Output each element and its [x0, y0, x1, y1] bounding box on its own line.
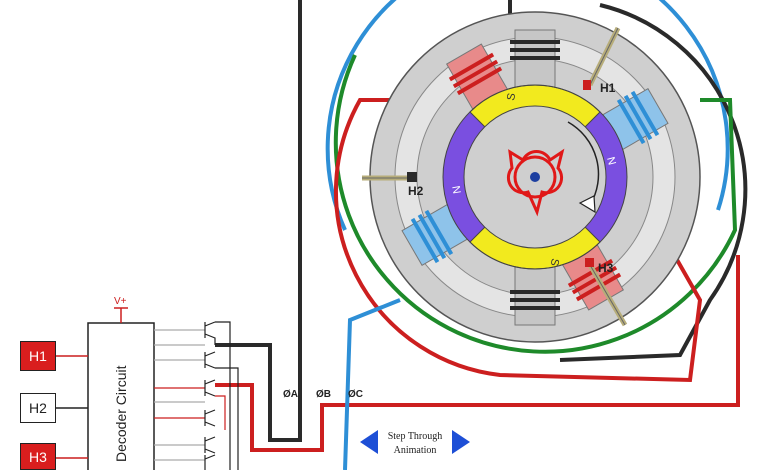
hall-label-h2: H2: [408, 184, 424, 198]
rotation-arrowhead-icon: [578, 195, 596, 214]
supply-label: V+: [114, 296, 127, 307]
decoder-title: Decoder Circuit: [113, 365, 129, 462]
sensor-box-h1: H1: [20, 341, 56, 371]
pole-label-left: N: [451, 185, 464, 195]
phase-label-b: ØB: [316, 389, 331, 400]
pole-label-bottom: S: [548, 257, 561, 266]
hall-label-h3: H3: [598, 261, 614, 275]
hall-sensor-h3: [585, 258, 628, 327]
hall-sensor-h1: [583, 26, 621, 90]
gate-lines: [154, 329, 205, 461]
pole-label-top: S: [505, 92, 518, 101]
phase-label-a: ØA: [283, 389, 298, 400]
hall-sensor-h2: [362, 172, 417, 182]
shaft: [506, 148, 565, 217]
phase-label-c: ØC: [348, 389, 363, 400]
step-back-arrow-icon[interactable]: [360, 430, 378, 454]
coil-phase-a-top: [510, 40, 560, 60]
pole-label-right: N: [604, 156, 618, 167]
shaft-center-icon: [530, 172, 540, 182]
nav-label-line1: Step Through: [388, 431, 443, 442]
switch-array: [204, 321, 239, 470]
step-forward-arrow-icon[interactable]: [452, 430, 470, 454]
hall-label-h1: H1: [600, 81, 616, 95]
phase-b-lead: [215, 255, 740, 452]
sensor-box-h2: H2: [20, 393, 56, 423]
coil-phase-a-bottom: [510, 290, 560, 310]
sensor-box-h3: H3: [20, 443, 56, 470]
phase-c-lead: [343, 298, 401, 470]
green-outer-wire: [333, 54, 738, 354]
rotation-arrow: [567, 121, 600, 206]
nav-label-line2: Animation: [394, 445, 437, 456]
phase-a-lead: [215, 0, 302, 442]
phase-b-outer-wire: [334, 98, 703, 383]
decoder-box: [87, 322, 155, 470]
